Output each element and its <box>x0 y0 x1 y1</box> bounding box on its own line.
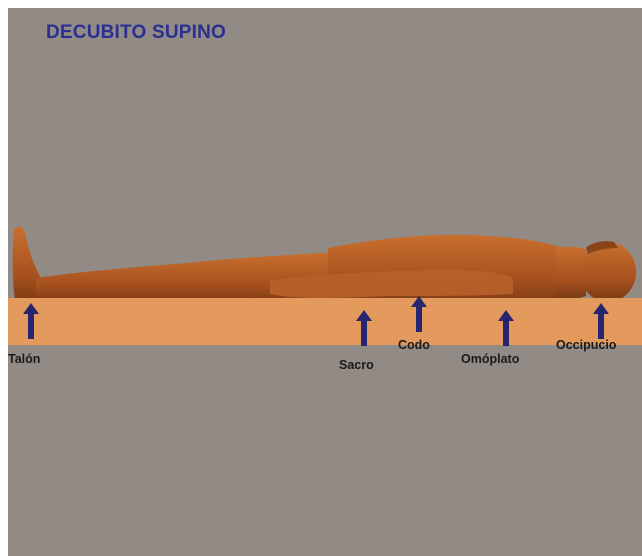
pressure-label-sacro: Sacro <box>339 358 374 372</box>
pressure-arrow-sacro <box>356 310 372 346</box>
pressure-label-omoplato: Omóplato <box>461 352 519 366</box>
mattress <box>8 298 642 345</box>
pressure-arrow-codo <box>411 296 427 332</box>
pressure-label-talon: Talón <box>8 352 40 366</box>
pressure-label-codo: Codo <box>398 338 430 352</box>
pressure-arrow-occipucio <box>593 303 609 339</box>
diagram-canvas: DECUBITO SUPINO Talón Sacro Codo Omóplat… <box>8 8 642 556</box>
diagram-title: DECUBITO SUPINO <box>46 22 226 44</box>
pressure-arrow-omoplato <box>498 310 514 346</box>
pressure-arrow-talon <box>23 303 39 339</box>
pressure-label-occipucio: Occipucio <box>556 338 616 352</box>
